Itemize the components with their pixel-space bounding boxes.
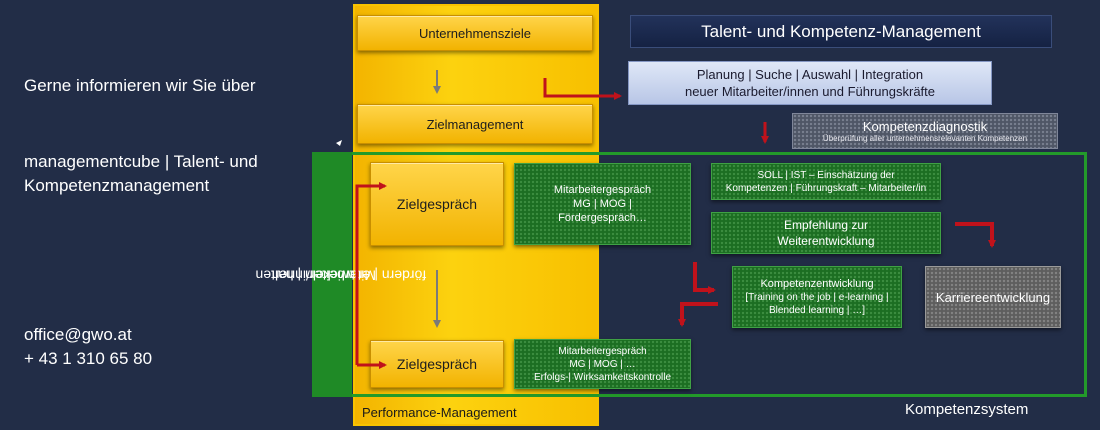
kompetenzsystem-label: Kompetenzsystem [905, 401, 1029, 418]
zielmanagement-box: Zielmanagement [357, 104, 593, 144]
brand-line-1: managementcube | Talent- und [24, 152, 258, 171]
phone-text: + 43 1 310 65 80 [24, 349, 153, 368]
soll-ist-box: SOLL | IST – Einschätzung der Kompetenze… [711, 163, 941, 200]
empfehlung-box: Empfehlung zur Weiterentwicklung [711, 212, 941, 254]
soll-line-1: SOLL | IST – Einschätzung der [757, 169, 895, 181]
zielgespraech-box-2: Zielgespräch [370, 340, 504, 388]
kompentw-line-2: [Training on the job | e-learning | [745, 291, 889, 303]
mitarbeitergespraech-box-2: Mitarbeitergespräch MG | MOG | … Erfolgs… [514, 339, 691, 389]
karriereentwicklung-box: Karriereentwicklung [925, 266, 1061, 328]
arrow-to-karriere [955, 222, 996, 248]
planung-line-1: Planung | Suche | Auswahl | Integration [696, 67, 924, 82]
mg1-line-2: MG | MOG | [573, 198, 632, 210]
brand-line-2: Kompetenzmanagement [24, 176, 210, 195]
mg1-line-1: Mitarbeitergespräch [553, 184, 652, 196]
diagnostik-title: Kompetenzdiagnostik [862, 118, 988, 134]
arrow-to-kompetenzentwicklung [693, 262, 716, 294]
intro-text: Gerne informieren wir Sie über [24, 76, 256, 95]
empf-line-2: Weiterentwicklung [777, 234, 875, 248]
talent-title-box: Talent- und Kompetenz-Management [630, 15, 1052, 48]
arrow-back-to-mitarbeitergespraech [678, 302, 718, 327]
soll-line-2: Kompetenzen | Führungskraft – Mitarbeite… [725, 182, 927, 194]
kompentw-line-3: Blended learning | …] [769, 304, 865, 316]
planung-line-2: neuer Mitarbeiter/innen und Führungskräf… [684, 84, 936, 99]
bracket-line [355, 184, 379, 365]
diagnostik-subtitle: Überprüfung aller unternehmensrelevanten… [822, 133, 1028, 143]
mg1-line-3: Fördergespräch… [558, 212, 647, 224]
email-text: office@gwo.at [24, 325, 132, 344]
mitarbeiter-side-bar [312, 152, 352, 397]
mg2-line-3: Erfolgs-| Wirksamkeitskontrolle [533, 371, 672, 383]
contact-info: office@gwo.at + 43 1 310 65 80 [24, 323, 152, 371]
kompetenzdiagnostik-box: Kompetenzdiagnostik Überprüfung aller un… [792, 113, 1058, 149]
mg2-line-1: Mitarbeitergespräch [558, 345, 647, 357]
kompetenzentwicklung-box: Kompetenzentwicklung [Training on the jo… [732, 266, 902, 328]
planung-box: Planung | Suche | Auswahl | Integration … [628, 61, 992, 105]
kompentw-line-1: Kompetenzentwicklung [760, 277, 874, 290]
brand-text: managementcube | Talent- und Kompetenzma… [24, 150, 258, 198]
performance-management-label: Performance-Management [362, 405, 517, 420]
arrow-to-planung [543, 78, 622, 100]
unternehmensziele-box: Unternehmensziele [357, 15, 593, 51]
mg2-line-2: MG | MOG | … [569, 358, 636, 370]
mitarbeitergespraech-box-1: Mitarbeitergespräch MG | MOG | Förderges… [514, 163, 691, 245]
white-marker-icon [336, 140, 342, 146]
zielgespraech-box-1: Zielgespräch [370, 162, 504, 246]
empf-line-1: Empfehlung zur [783, 218, 869, 232]
